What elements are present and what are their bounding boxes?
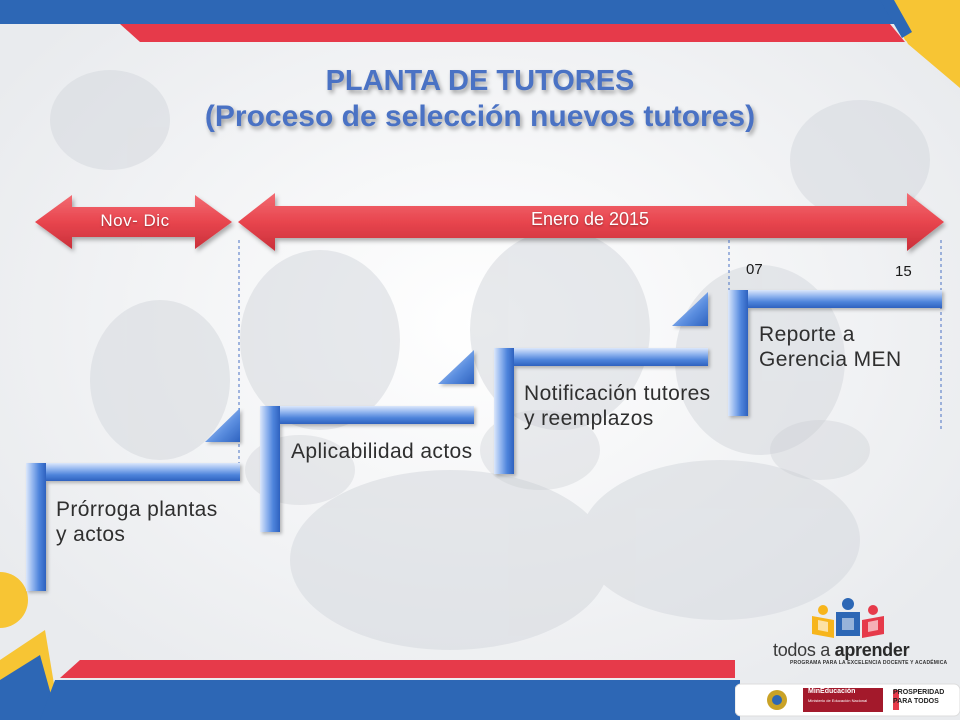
prosperity-label-line-1: PROSPERIDAD bbox=[893, 689, 945, 696]
todos-a-aprender-logo-icon bbox=[812, 598, 884, 638]
prosperity-label-line-2: PARA TODOS bbox=[893, 698, 939, 705]
day-marker-start: 07 bbox=[746, 261, 763, 278]
step-2-connector bbox=[438, 350, 474, 384]
bottom-banner bbox=[40, 660, 740, 720]
tagline-bold: aprender bbox=[834, 640, 910, 660]
step-1-bracket bbox=[26, 463, 240, 591]
step-2-bracket bbox=[260, 406, 474, 532]
step-3-bracket bbox=[494, 348, 708, 474]
ministry-sub-label: Ministerio de Educación Nacional bbox=[808, 698, 868, 703]
title-line-2: (Proceso de selección nuevos tutores) bbox=[204, 100, 756, 133]
footer-logos bbox=[735, 683, 960, 717]
top-right-corner-accent bbox=[880, 0, 960, 88]
step-2-label: Aplicabilidad actos bbox=[291, 440, 473, 463]
program-tagline: todos a aprender bbox=[773, 640, 910, 661]
period-arrows bbox=[35, 193, 944, 251]
ministry-label: MinEducación bbox=[808, 688, 856, 695]
bottom-left-accent bbox=[0, 572, 60, 720]
step-3-connector bbox=[672, 292, 708, 326]
period-label-enero: Enero de 2015 bbox=[530, 209, 650, 229]
step-1-connector bbox=[205, 408, 240, 442]
step-1-label: Prórroga plantas y actos bbox=[56, 498, 218, 546]
step-4-bracket bbox=[728, 290, 942, 416]
arrow-nov-dic bbox=[35, 195, 232, 249]
step-4-label: Reporte a Gerencia MEN bbox=[759, 323, 902, 371]
period-label-nov-dic: Nov- Dic bbox=[100, 211, 170, 230]
day-marker-end: 15 bbox=[895, 263, 912, 280]
arrow-enero bbox=[238, 193, 944, 251]
program-subtitle: PROGRAMA PARA LA EXCELENCIA DOCENTE Y AC… bbox=[790, 660, 948, 666]
slide-title: PLANTA DE TUTORES (Proceso de selección … bbox=[140, 64, 820, 136]
title-line-1: PLANTA DE TUTORES bbox=[325, 65, 635, 97]
tagline-prefix: todos a bbox=[773, 640, 835, 660]
step-3-label: Notificación tutores y reemplazos bbox=[524, 382, 711, 430]
